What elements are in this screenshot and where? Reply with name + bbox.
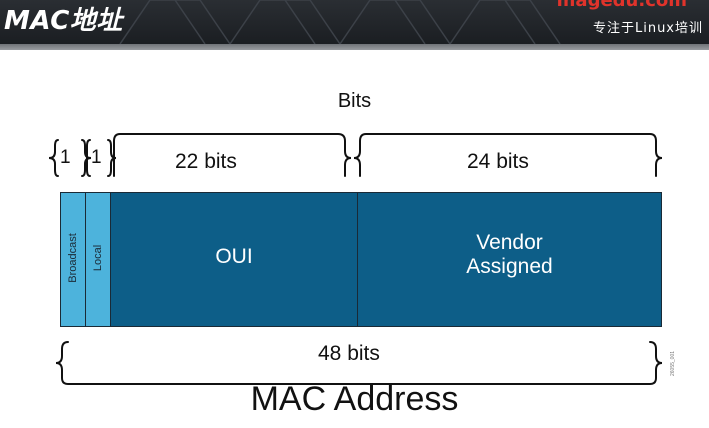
diagram-title: Bits xyxy=(337,90,372,112)
header-divider xyxy=(0,44,709,50)
oui-segment xyxy=(110,192,358,327)
broadcast-bits-label: 1 xyxy=(60,147,71,168)
vendor-bits-label: 24 bits xyxy=(467,150,529,173)
local-bits-label: 1 xyxy=(91,147,102,168)
vendor-label: Vendor Assigned xyxy=(357,231,662,279)
local-label: Local xyxy=(92,244,104,272)
total-bits-label: 48 bits xyxy=(318,342,380,365)
brace-oui xyxy=(113,133,352,177)
brace-local xyxy=(86,139,117,177)
logo-text: magedu.com xyxy=(556,0,687,11)
vendor-segment xyxy=(357,192,662,327)
header-pattern xyxy=(119,0,561,44)
oui-bits-label: 22 bits xyxy=(175,150,237,173)
slide-title: MAC地址 xyxy=(4,6,123,36)
oui-label: OUI xyxy=(215,245,253,268)
vendor-label-line2: Assigned xyxy=(466,255,553,278)
brace-total xyxy=(55,341,663,385)
logo-tagline: 专注于Linux培训 xyxy=(592,21,703,36)
brace-broadcast xyxy=(48,139,92,177)
diagram-caption: MAC Address xyxy=(250,380,459,418)
figure-code: 26055_001 xyxy=(670,350,676,376)
local-segment xyxy=(85,192,111,327)
vendor-label-line1: Vendor xyxy=(476,231,543,254)
broadcast-label: Broadcast xyxy=(67,233,79,283)
slide-header: MAC地址 magedu.com 专注于Linux培训 xyxy=(0,0,709,44)
brace-vendor xyxy=(353,133,663,177)
